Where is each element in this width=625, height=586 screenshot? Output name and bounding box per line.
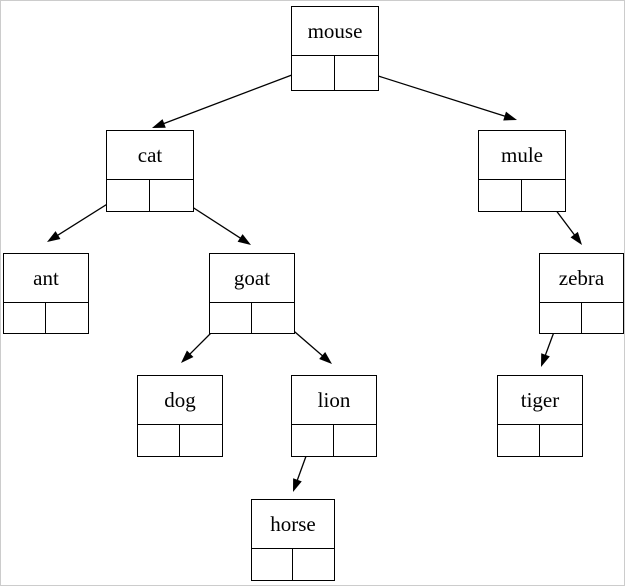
right-pointer-cell-lion[interactable] [334, 425, 376, 456]
tree-node-label-ant: ant [4, 254, 88, 303]
right-pointer-cell-ant[interactable] [46, 303, 88, 333]
tree-node-cat[interactable]: cat [106, 130, 194, 212]
right-pointer-cell-dog[interactable] [180, 425, 222, 456]
right-pointer-cell-mouse[interactable] [335, 56, 378, 90]
left-pointer-cell-ant[interactable] [4, 303, 46, 333]
left-pointer-cell-zebra[interactable] [540, 303, 582, 333]
pointer-fields-ant [4, 303, 88, 333]
tree-node-label-dog: dog [138, 376, 222, 425]
left-pointer-cell-cat[interactable] [107, 180, 150, 211]
tree-node-label-zebra: zebra [540, 254, 623, 303]
left-pointer-cell-tiger[interactable] [498, 425, 540, 456]
pointer-fields-lion [292, 425, 376, 456]
pointer-fields-mouse [292, 56, 378, 90]
right-pointer-cell-cat[interactable] [150, 180, 193, 211]
left-pointer-cell-mule[interactable] [479, 180, 522, 211]
left-pointer-cell-mouse[interactable] [292, 56, 335, 90]
tree-node-goat[interactable]: goat [209, 253, 295, 334]
tree-node-zebra[interactable]: zebra [539, 253, 624, 334]
right-pointer-cell-tiger[interactable] [540, 425, 582, 456]
left-pointer-cell-lion[interactable] [292, 425, 334, 456]
pointer-fields-horse [252, 549, 334, 580]
tree-node-mule[interactable]: mule [478, 130, 566, 212]
tree-node-label-horse: horse [252, 500, 334, 549]
pointer-fields-mule [479, 180, 565, 211]
tree-node-mouse[interactable]: mouse [291, 6, 379, 91]
tree-node-label-cat: cat [107, 131, 193, 180]
right-pointer-cell-zebra[interactable] [582, 303, 624, 333]
left-pointer-cell-goat[interactable] [210, 303, 252, 333]
right-pointer-cell-mule[interactable] [522, 180, 565, 211]
tree-node-ant[interactable]: ant [3, 253, 89, 334]
right-pointer-cell-goat[interactable] [252, 303, 294, 333]
tree-node-tiger[interactable]: tiger [497, 375, 583, 457]
left-pointer-cell-dog[interactable] [138, 425, 180, 456]
tree-node-label-mouse: mouse [292, 7, 378, 56]
edge-mouse-left-to-cat [152, 66, 314, 128]
pointer-fields-goat [210, 303, 294, 333]
tree-node-lion[interactable]: lion [291, 375, 377, 457]
tree-node-label-goat: goat [210, 254, 294, 303]
pointer-fields-zebra [540, 303, 623, 333]
left-pointer-cell-horse[interactable] [252, 549, 293, 580]
tree-node-label-mule: mule [479, 131, 565, 180]
pointer-fields-tiger [498, 425, 582, 456]
tree-node-horse[interactable]: horse [251, 499, 335, 581]
tree-node-label-tiger: tiger [498, 376, 582, 425]
pointer-fields-dog [138, 425, 222, 456]
pointer-fields-cat [107, 180, 193, 211]
right-pointer-cell-horse[interactable] [293, 549, 334, 580]
tree-node-dog[interactable]: dog [137, 375, 223, 457]
tree-node-label-lion: lion [292, 376, 376, 425]
